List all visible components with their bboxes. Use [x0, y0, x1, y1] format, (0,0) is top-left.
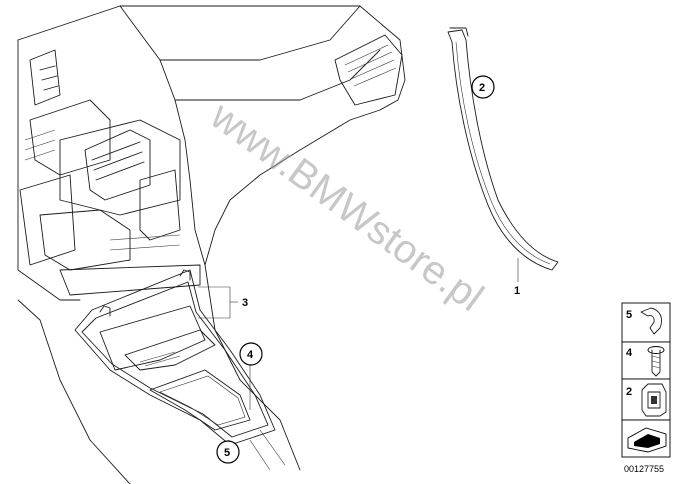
callout-2: 2 [471, 75, 495, 99]
clip-icon [640, 307, 662, 335]
center-console-trim [74, 269, 276, 446]
legend-item-2-number: 4 [626, 347, 633, 359]
legend-item-1-number: 5 [626, 309, 632, 321]
diagram-id: 00127755 [624, 464, 664, 474]
callout-2-label: 2 [479, 82, 485, 94]
clip-nut-icon [641, 383, 667, 417]
a-pillar-trim [447, 27, 559, 271]
legend-item-3-number: 2 [626, 386, 632, 398]
callout-5-label: 5 [224, 447, 230, 459]
watermark: www.BMWstore.pl [202, 93, 491, 320]
callout-1-label: 1 [514, 285, 520, 297]
screw-icon [647, 346, 665, 377]
callout-1: 1 [514, 285, 520, 297]
callout-3: 3 [242, 297, 248, 309]
callout-5: 5 [216, 440, 240, 464]
legend: 5 4 2 [621, 302, 671, 458]
arrow-icon [627, 427, 667, 453]
callout-4-label: 4 [247, 349, 254, 361]
callout-3-label: 3 [242, 297, 248, 309]
callout-4: 4 [239, 342, 263, 366]
dashboard-structure [17, 5, 406, 484]
